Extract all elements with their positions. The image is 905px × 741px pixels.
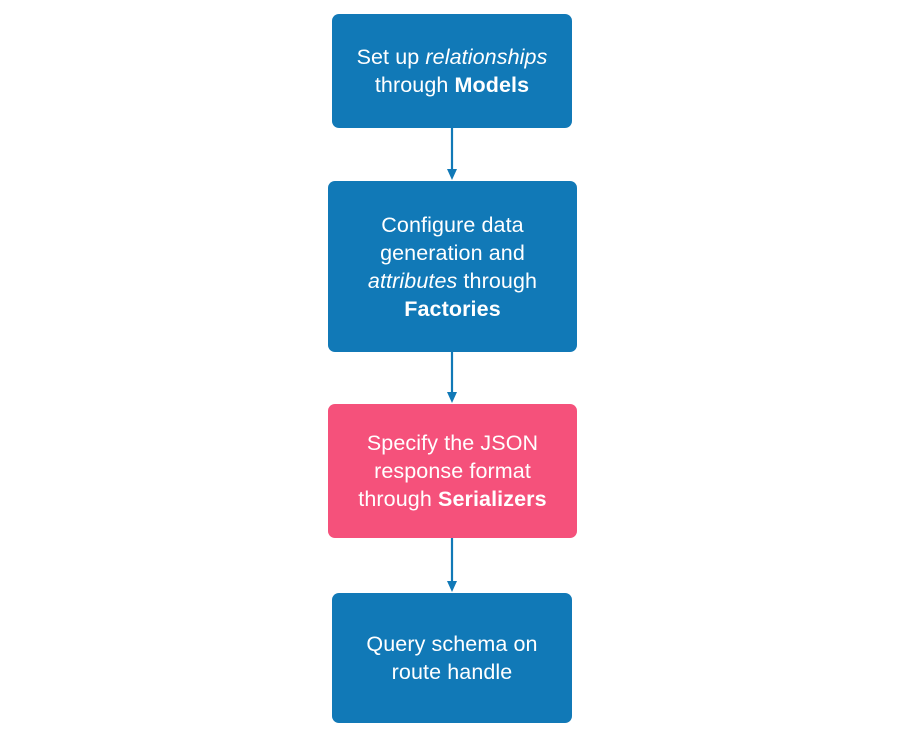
arrow-head-icon-factories-to-serializers bbox=[447, 392, 457, 403]
arrow-head-icon-models-to-factories bbox=[447, 169, 457, 180]
arrow-head-icon-serializers-to-query bbox=[447, 581, 457, 592]
